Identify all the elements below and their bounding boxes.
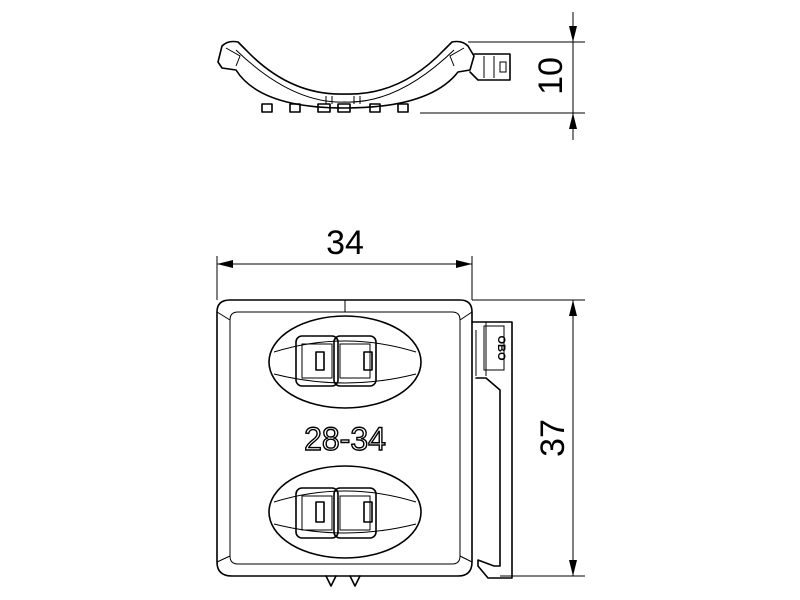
- side-clip-profile: [471, 321, 513, 579]
- saddle-outer-curve: [217, 40, 475, 109]
- lower-tab-left: [315, 501, 325, 523]
- saddle-feet: [261, 96, 409, 113]
- lower-latch-left-inner: [301, 495, 333, 531]
- upper-grip-contour: [273, 340, 417, 384]
- side-clip-profile-inner: [475, 322, 487, 376]
- side-view: 10: [217, 12, 585, 140]
- side-clip: [469, 53, 511, 81]
- upper-tab-left: [315, 351, 325, 371]
- upper-latch-left: [295, 335, 339, 387]
- size-range-label: 28-34: [304, 421, 386, 457]
- center-ribs: [325, 96, 361, 104]
- clip-body-bevel: [229, 311, 461, 565]
- arrow-right-icon: [456, 260, 472, 268]
- upper-grip: [268, 315, 422, 409]
- bevel-corners: [216, 311, 473, 563]
- lower-tab-right: [363, 501, 373, 523]
- lower-latch-right: [333, 487, 377, 539]
- front-view: 34 37 28-34: [216, 224, 585, 587]
- saddle-left-lip: [225, 47, 241, 67]
- clip-body-outline: [216, 299, 473, 577]
- depth-dimension-label: 37: [534, 419, 572, 457]
- arrow-left-icon: [217, 260, 233, 268]
- arrow-up-icon: [569, 113, 577, 129]
- lower-grip-ellipse: [268, 465, 422, 559]
- lower-latch-right-inner: [339, 495, 371, 531]
- arrow-down-icon: [569, 560, 577, 576]
- lower-latch-left: [295, 487, 339, 539]
- upper-tab-right: [363, 351, 373, 371]
- foot-4: [337, 103, 351, 113]
- foot-1: [261, 103, 273, 113]
- arrow-down-icon: [569, 26, 577, 42]
- upper-grip-ellipse: [268, 315, 422, 409]
- upper-latch-right: [333, 335, 377, 387]
- foot-2: [289, 103, 301, 113]
- upper-latch-right-inner: [339, 343, 371, 379]
- side-clip-detail: [483, 56, 507, 78]
- foot-5: [369, 103, 381, 113]
- saddle-inner-curve: [235, 49, 455, 103]
- height-dimension-label: 10: [532, 57, 570, 95]
- upper-latch-left-inner: [301, 343, 333, 379]
- width-dimension-label: 34: [326, 224, 364, 262]
- bottom-notches: [325, 575, 361, 587]
- saddle-right-lip: [449, 47, 465, 67]
- lower-grip-contour: [273, 490, 417, 534]
- arrow-up-icon: [569, 300, 577, 316]
- foot-3: [317, 103, 331, 113]
- brand-logo: OBO: [495, 335, 507, 361]
- foot-6: [397, 103, 409, 113]
- logo-panel: [483, 325, 505, 371]
- lower-grip: [268, 465, 422, 559]
